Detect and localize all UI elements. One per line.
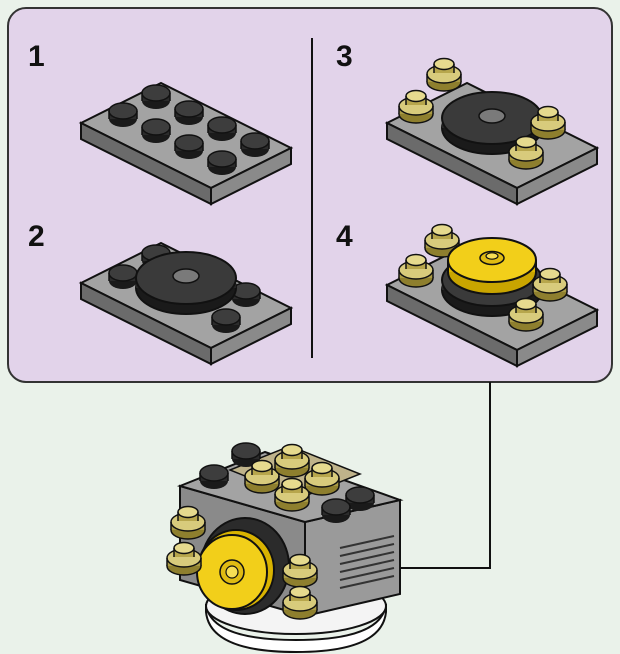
yellow-turntable-top: [447, 237, 537, 295]
step-number-4: 4: [336, 220, 353, 253]
step-number-3: 3: [336, 40, 353, 73]
step-4-plate: [386, 223, 598, 367]
step-number-1: 1: [28, 40, 45, 73]
final-assembled-model: [166, 442, 404, 654]
step-number-2: 2: [28, 220, 45, 253]
brick-side-grille: [339, 535, 395, 589]
